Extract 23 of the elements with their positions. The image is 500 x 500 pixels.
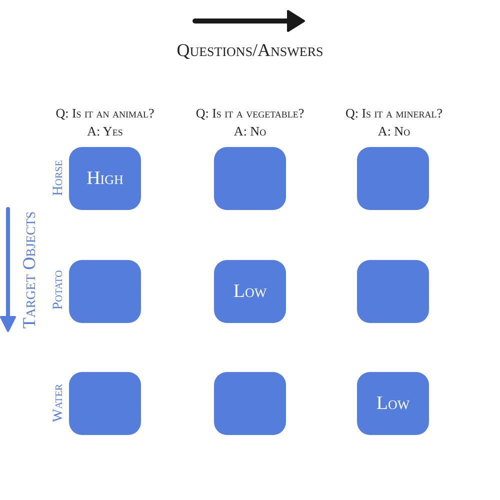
rating-tile <box>357 147 429 210</box>
answer-text: A: Yes <box>87 124 123 138</box>
rating-label: Low <box>233 280 267 302</box>
question-text: Q: Is it a mineral? <box>345 106 443 120</box>
rating-tile <box>69 260 141 323</box>
question-text: Q: Is it an animal? <box>56 106 154 120</box>
row-label: Water <box>52 384 66 422</box>
row-label: Horse <box>52 160 66 196</box>
axis-title: Target Objects <box>20 211 38 329</box>
rating-tile <box>214 260 286 323</box>
answer-text: A: No <box>234 124 266 138</box>
row-label: Potato <box>52 270 66 310</box>
rating-tile <box>69 372 141 435</box>
rating-tile <box>69 147 141 210</box>
question-text: Q: Is it a vegetable? <box>196 106 304 120</box>
answer-text: A: No <box>378 124 410 138</box>
rating-label: High <box>86 168 124 190</box>
axis-title: Questions/Answers <box>176 41 324 59</box>
rating-tile <box>357 260 429 323</box>
rating-label: Low <box>376 392 410 414</box>
rating-tile <box>214 147 286 210</box>
rating-tile <box>357 372 429 435</box>
rating-tile <box>214 372 286 435</box>
